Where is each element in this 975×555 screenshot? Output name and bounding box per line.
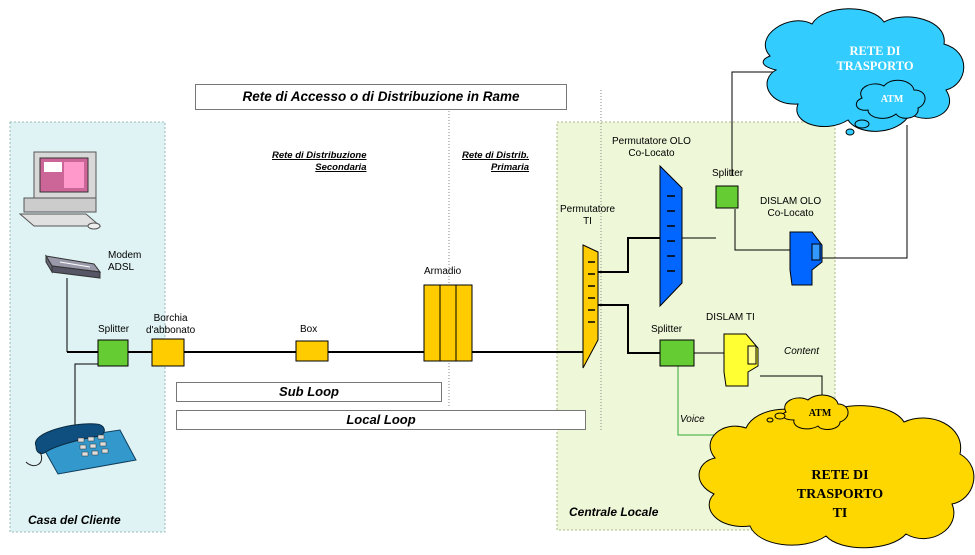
cabinet-label: Armadio bbox=[424, 266, 462, 277]
distribution-box bbox=[295, 340, 329, 362]
copper-lines bbox=[67, 237, 660, 354]
customer-home-label: Casa del Cliente bbox=[28, 513, 121, 527]
ti-splitter bbox=[659, 339, 695, 367]
transport-cloud-ti bbox=[698, 394, 975, 549]
desktop-computer-icon bbox=[18, 151, 102, 230]
voice-label: Voice bbox=[680, 414, 705, 425]
box-label: Box bbox=[300, 324, 318, 335]
secondary-network-label: Rete di Distribuzione Secondaria bbox=[272, 150, 367, 173]
transport-cloud-top bbox=[762, 8, 965, 136]
content-label: Content bbox=[784, 346, 820, 357]
dslam-olo-icon bbox=[789, 231, 823, 286]
olo-splitter bbox=[715, 185, 739, 209]
dslam-ti-icon bbox=[723, 333, 759, 387]
ti-splitter-label: Splitter bbox=[651, 324, 683, 335]
customer-splitter-label: Splitter bbox=[98, 324, 130, 335]
primary-network-label: Rete di Distrib. Primaria bbox=[462, 150, 530, 173]
customer-splitter bbox=[97, 339, 129, 367]
local-exchange-label: Centrale Locale bbox=[569, 505, 659, 519]
olo-splitter-label: Splitter bbox=[712, 168, 744, 179]
ti-patch-panel bbox=[582, 244, 599, 369]
voice-line bbox=[677, 365, 720, 436]
sub-loop-bar: Sub Loop bbox=[176, 382, 442, 402]
local-loop-bar: Local Loop bbox=[176, 410, 586, 430]
socket-box bbox=[151, 338, 185, 367]
dslam-ti-label: DISLAM TI bbox=[706, 312, 755, 323]
atm-top-label: ATM bbox=[880, 94, 904, 105]
telephone-icon bbox=[25, 423, 137, 475]
olo-patch-panel bbox=[659, 164, 683, 308]
access-network-title: Rete di Accesso o di Distribuzione in Ra… bbox=[195, 84, 567, 110]
adsl-modem-icon bbox=[45, 254, 102, 279]
atm-bottom-label: ATM bbox=[808, 408, 832, 419]
cabinet-icon bbox=[423, 284, 473, 362]
